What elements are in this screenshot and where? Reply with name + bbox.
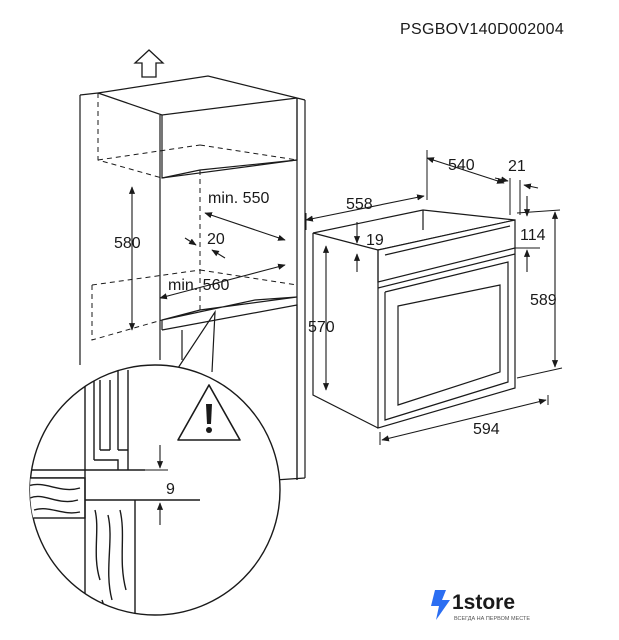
bolt-logo-icon [431, 590, 450, 620]
detail-callout: 9 [29, 309, 281, 616]
cabinet-gap-label: 20 [207, 231, 225, 248]
cabinet-hidden-lines [91, 93, 298, 341]
cabinet [79, 75, 306, 481]
oven-width-dimension: 594 [379, 395, 549, 445]
cabinet-min-width-bottom: min. 560 [159, 263, 286, 300]
oven-door-depth-label: 21 [508, 158, 526, 175]
cabinet-height-dimension: 580 [114, 186, 141, 331]
oven-depth-total-dimension: 558 [305, 194, 425, 230]
cabinet-height-label: 580 [114, 235, 141, 252]
oven-width-label: 594 [473, 421, 500, 438]
arrow-up-icon [133, 49, 165, 78]
oven-height-body-dimension: 570 [308, 245, 335, 391]
oven-depth-body-dimension: 540 [426, 150, 511, 215]
oven-top-offset-label: 19 [366, 232, 384, 249]
logo-text: 1store [452, 591, 515, 614]
oven-top-offset-dimension: 19 [353, 222, 384, 272]
brand-logo: 1store ВСЕГДА НА ПЕРВОМ МЕСТЕ [431, 590, 530, 622]
logo-tagline: ВСЕГДА НА ПЕРВОМ МЕСТЕ [454, 616, 530, 622]
oven-height-body-label: 570 [308, 319, 335, 336]
oven-door-depth-dimension: 21 [494, 158, 539, 215]
oven-depth-body-label: 540 [448, 157, 475, 174]
min-width-bottom-label: min. 560 [168, 277, 229, 294]
oven-panel-height-label: 114 [520, 227, 546, 244]
oven-height-total-dimension: 589 [516, 209, 563, 379]
oven-height-total-label: 589 [530, 292, 557, 309]
detail-gap-label: 9 [166, 481, 175, 498]
cabinet-gap-dimension: 20 [184, 231, 226, 259]
cabinet-min-width-top: min. 550 [204, 190, 286, 241]
oven-depth-total-label: 558 [346, 196, 373, 213]
warning-icon [177, 384, 241, 441]
oven [312, 209, 516, 429]
document-code: PSGBOV140D002004 [400, 21, 564, 38]
min-width-top-label: min. 550 [208, 190, 269, 207]
